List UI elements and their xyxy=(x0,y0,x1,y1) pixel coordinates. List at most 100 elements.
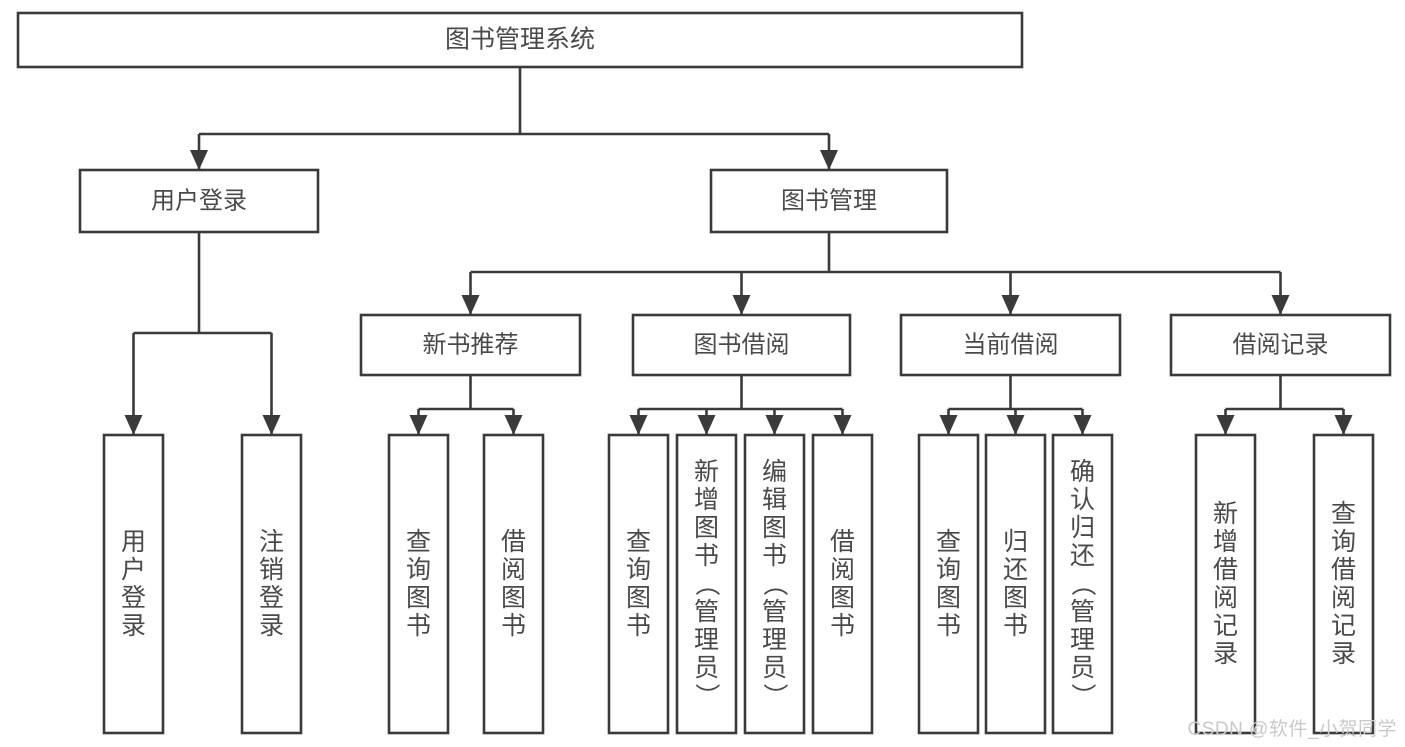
svg-text:询: 询 xyxy=(936,556,961,584)
node-box-leaf-edit-book xyxy=(743,433,806,735)
svg-text:图: 图 xyxy=(626,584,651,612)
node-label-new-book-recommend: 新书推荐 xyxy=(423,331,519,358)
arrow-head-icon xyxy=(504,415,523,435)
node-box-leaf-query-book-cur xyxy=(917,433,980,735)
node-box-user-login xyxy=(78,168,320,234)
svg-text:辑: 辑 xyxy=(762,486,787,514)
svg-text:理: 理 xyxy=(762,626,787,654)
node-box-leaf-user-login xyxy=(102,433,165,735)
svg-text:借: 借 xyxy=(830,528,855,556)
arrow-head-icon xyxy=(697,415,716,435)
node-current-borrow: 当前借阅 xyxy=(899,313,1122,377)
svg-text:书: 书 xyxy=(830,612,855,640)
arrow-head-icon xyxy=(190,150,208,170)
svg-text:归: 归 xyxy=(1003,528,1028,556)
arrow-head-icon xyxy=(1271,295,1290,315)
node-box-borrow-record xyxy=(1169,313,1392,377)
svg-text:查: 查 xyxy=(626,528,651,556)
node-label-borrow-record: 借阅记录 xyxy=(1233,331,1329,358)
node-label-book-borrow: 图书借阅 xyxy=(694,331,790,358)
svg-text:图: 图 xyxy=(762,514,787,542)
svg-text:查: 查 xyxy=(1331,500,1356,528)
node-label-user-login: 用户登录 xyxy=(151,187,247,214)
edge-group-borrow-record xyxy=(1216,375,1353,435)
svg-text:认: 认 xyxy=(1070,486,1095,514)
node-label-root: 图书管理系统 xyxy=(445,26,595,54)
svg-text:员: 员 xyxy=(762,654,787,682)
svg-text:用: 用 xyxy=(121,528,146,556)
svg-text:增: 增 xyxy=(1213,528,1238,556)
svg-text:书: 书 xyxy=(626,612,651,640)
node-box-leaf-borrow-book xyxy=(811,433,874,735)
svg-text:询: 询 xyxy=(626,556,651,584)
svg-text:录: 录 xyxy=(1213,640,1238,668)
node-borrow-record: 借阅记录 xyxy=(1169,313,1392,377)
svg-text:理: 理 xyxy=(1070,626,1095,654)
edge-group-new-book-recommend xyxy=(409,375,523,435)
node-box-book-manage xyxy=(709,168,949,234)
svg-text:询: 询 xyxy=(1331,528,1356,556)
svg-text:还: 还 xyxy=(1070,542,1095,570)
svg-text:图: 图 xyxy=(501,584,526,612)
node-new-book-recommend: 新书推荐 xyxy=(359,313,582,377)
svg-text:书: 书 xyxy=(406,612,431,640)
svg-text:询: 询 xyxy=(406,556,431,584)
arrow-head-icon xyxy=(765,415,784,435)
svg-text:员: 员 xyxy=(1070,654,1095,682)
svg-text:）: ） xyxy=(1068,683,1096,708)
node-box-leaf-query-record xyxy=(1312,433,1375,735)
node-box-leaf-confirm-return xyxy=(1051,433,1114,735)
svg-text:管: 管 xyxy=(762,598,787,626)
node-label-current-borrow: 当前借阅 xyxy=(963,331,1059,358)
edge-group-book-borrow xyxy=(629,375,852,435)
svg-text:阅: 阅 xyxy=(830,556,855,584)
svg-text:录: 录 xyxy=(259,612,284,640)
svg-text:查: 查 xyxy=(936,528,961,556)
svg-text:借: 借 xyxy=(501,528,526,556)
edge-group-root xyxy=(190,67,838,170)
svg-text:编: 编 xyxy=(762,458,787,486)
watermark-text: CSDN @软件_小贺同学 xyxy=(1187,719,1397,740)
connector-layer xyxy=(124,67,1353,435)
svg-text:户: 户 xyxy=(121,556,146,584)
svg-text:记: 记 xyxy=(1331,612,1356,640)
arrow-head-icon xyxy=(1006,415,1025,435)
svg-text:理: 理 xyxy=(694,626,719,654)
svg-text:）: ） xyxy=(760,683,788,708)
arrow-head-icon xyxy=(1073,415,1092,435)
node-box-leaf-query-book-borrow xyxy=(607,433,670,735)
svg-text:（: （ xyxy=(692,571,720,596)
arrow-head-icon xyxy=(1216,415,1235,435)
node-box-leaf-add-book xyxy=(675,433,738,735)
svg-text:阅: 阅 xyxy=(1331,584,1356,612)
svg-text:录: 录 xyxy=(121,612,146,640)
svg-text:销: 销 xyxy=(259,556,284,584)
arrow-head-icon xyxy=(732,295,751,315)
arrow-head-icon xyxy=(1001,295,1020,315)
svg-text:查: 查 xyxy=(406,528,431,556)
svg-text:登: 登 xyxy=(121,584,146,612)
node-root: 图书管理系统 xyxy=(16,11,1024,69)
svg-text:借: 借 xyxy=(1331,556,1356,584)
node-layer: 图书管理系统用户登录图书管理新书推荐图书借阅当前借阅借阅记录用户登录注销登录查询… xyxy=(16,11,1392,735)
svg-text:录: 录 xyxy=(1331,640,1356,668)
node-book-manage: 图书管理 xyxy=(709,168,949,234)
node-leaf-user-login: 用户登录 xyxy=(102,433,165,735)
svg-text:图: 图 xyxy=(936,584,961,612)
svg-text:书: 书 xyxy=(501,612,526,640)
node-user-login: 用户登录 xyxy=(78,168,320,234)
svg-text:阅: 阅 xyxy=(501,556,526,584)
svg-text:记: 记 xyxy=(1213,612,1238,640)
